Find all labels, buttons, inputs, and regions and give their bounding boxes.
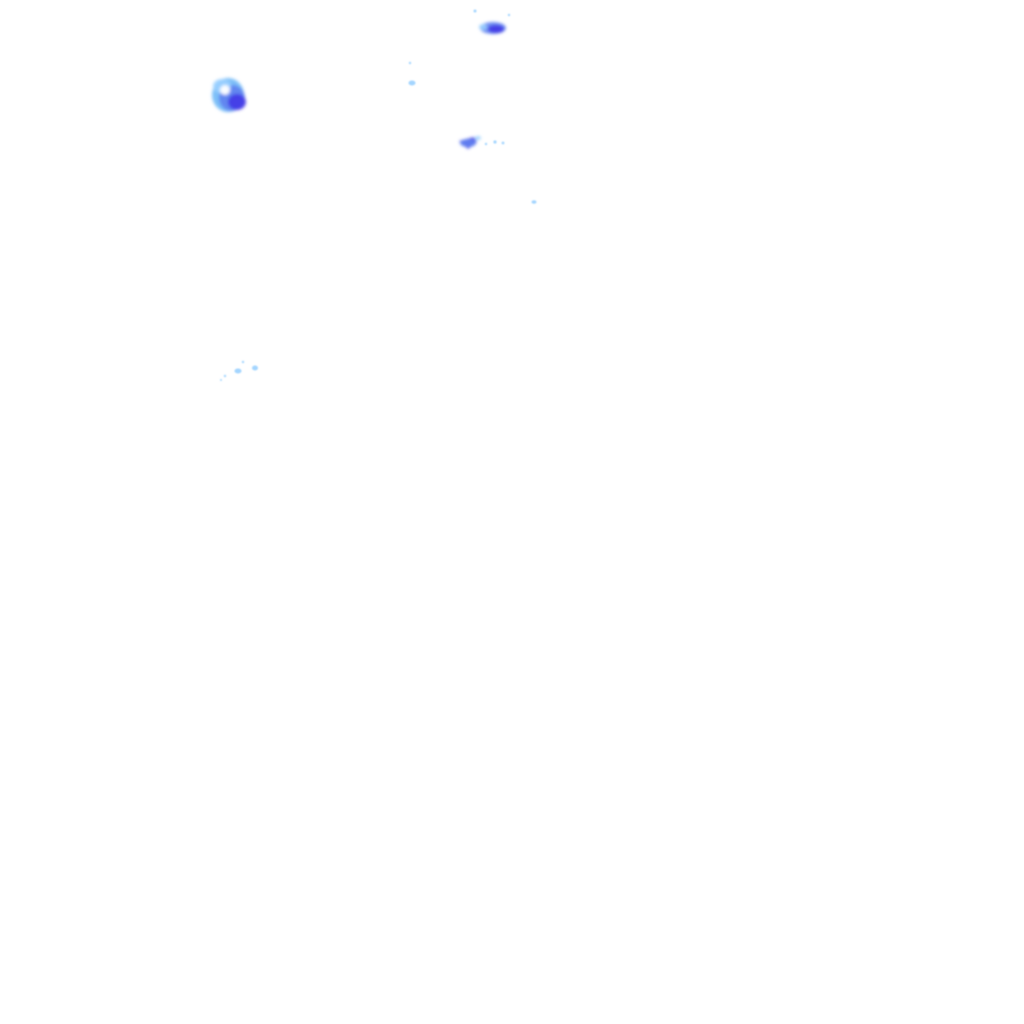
echo-cell-middle bbox=[459, 136, 481, 149]
echo-specks-top bbox=[408, 9, 511, 86]
echo-specks-middle bbox=[484, 140, 537, 204]
echo-cell-top bbox=[479, 22, 506, 34]
echo-specks-left bbox=[220, 360, 258, 381]
echo-cell-upper-left bbox=[212, 78, 246, 112]
